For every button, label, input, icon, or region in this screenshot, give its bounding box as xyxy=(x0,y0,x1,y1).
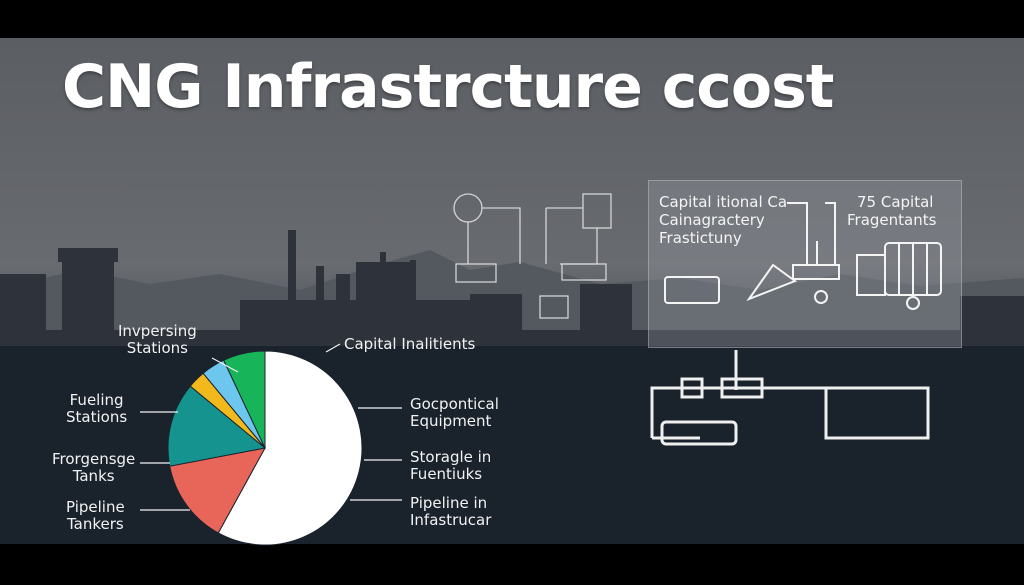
panel-equipment-drawing xyxy=(664,202,942,310)
panel-right-line-2: Fragentants xyxy=(847,211,937,229)
leader-line-capital xyxy=(325,343,341,353)
pie-label-capital-inalitients: Capital Inalitients xyxy=(344,335,476,353)
panel-left-line-3: Frastictuny xyxy=(659,229,742,247)
pie-slice-0 xyxy=(217,350,363,546)
pie-label-storagle-fuentiuks: Storagle in Fuentiuks xyxy=(410,448,492,483)
info-panel: Capital itional Ca Cainagractery Frastic… xyxy=(648,180,962,348)
panel-left-line-2: Cainagractery xyxy=(659,211,765,229)
page-title: CNG Infrastrcture ccost xyxy=(62,52,834,122)
pie-slice-5 xyxy=(223,350,266,449)
pie-label-gocpontical-equipment: Gocpontical Equipment xyxy=(410,395,499,430)
pie-label-frorgensge-tanks: Frorgensge Tanks xyxy=(52,450,136,485)
pie-label-invpersing-stations: Invpersing Stations xyxy=(118,322,197,357)
panel-left-line-1: Capital itional Ca xyxy=(659,193,788,211)
pie-slice-1 xyxy=(169,447,266,534)
panel-right-line-1: 75 Capital xyxy=(857,193,934,211)
pie-label-pipeline-infastrucar: Pipeline in Infastrucar xyxy=(410,494,492,529)
pie-label-pipeline-tankers: Pipeline Tankers xyxy=(66,498,125,533)
pie-slice-2 xyxy=(167,385,267,467)
skyline-silhouette xyxy=(0,193,1024,544)
pie-label-fueling-stations: Fueling Stations xyxy=(66,391,128,426)
leader-line-invpersing xyxy=(211,357,239,373)
